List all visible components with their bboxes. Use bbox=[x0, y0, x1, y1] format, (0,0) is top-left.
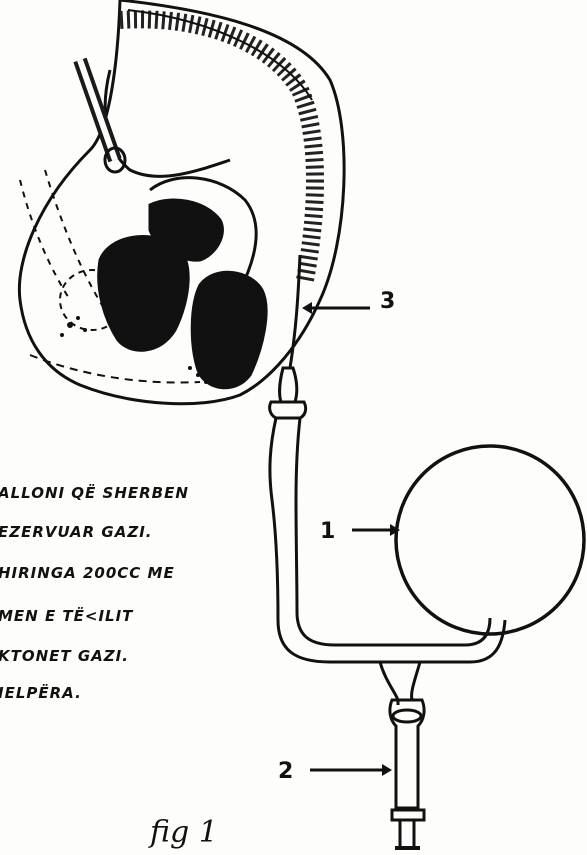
caption-line-6: IELPËRA. bbox=[0, 683, 82, 702]
caption-line-4: MEN E TË<ILIT bbox=[0, 606, 134, 625]
figure-label: fig 1 bbox=[148, 815, 218, 850]
catheter-apparatus bbox=[270, 368, 584, 848]
label-2: 2 bbox=[278, 759, 293, 784]
label-arrow-1: 1 bbox=[320, 519, 400, 544]
label-arrow-2: 2 bbox=[278, 759, 392, 784]
caption-block: ALLONI QË SHERBEN EZERVUAR GAZI. HIRINGA… bbox=[0, 483, 189, 702]
gas-balloon-circle bbox=[396, 446, 584, 634]
caption-line-1: ALLONI QË SHERBEN bbox=[0, 483, 189, 502]
label-3: 3 bbox=[380, 289, 395, 314]
caption-line-2: EZERVUAR GAZI. bbox=[0, 523, 153, 541]
caption-line-5: KTONET GAZI. bbox=[0, 647, 129, 665]
caption-line-3: HIRINGA 200CC ME bbox=[0, 564, 175, 582]
pelvic-cross-section bbox=[19, 0, 344, 404]
label-1: 1 bbox=[320, 519, 335, 544]
syringe-body bbox=[390, 700, 424, 808]
